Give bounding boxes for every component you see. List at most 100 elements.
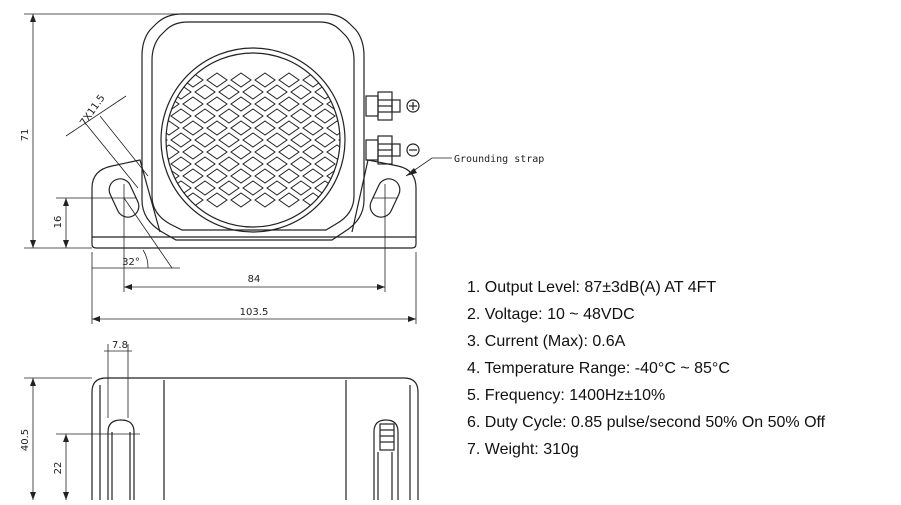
grill-diamond <box>314 132 336 148</box>
left-mount-slot <box>108 178 140 218</box>
mount-height-dim: 16 <box>53 216 64 229</box>
grill-diamond <box>206 120 228 136</box>
grill-diamond <box>194 108 216 124</box>
grill-diamond <box>170 132 192 148</box>
grill-diamond <box>266 180 288 196</box>
grill-diamond <box>254 120 276 136</box>
grill-diamond <box>218 156 240 172</box>
grill-diamond <box>123 157 143 171</box>
grill-diamond <box>182 96 204 112</box>
grill-diamond <box>166 72 180 88</box>
grill-diamond <box>338 180 340 196</box>
grill-diamond <box>302 144 324 160</box>
grill-diamond <box>230 168 252 184</box>
grill-diamond <box>182 120 204 136</box>
grill-diamond <box>230 96 252 112</box>
grill-diamond <box>314 108 336 124</box>
left-foot <box>91 159 161 237</box>
grill-diamond <box>194 84 216 100</box>
grill-diamond <box>166 132 168 148</box>
grill-diamond <box>290 156 312 172</box>
grill-diamond <box>206 192 228 208</box>
grill-diamond <box>278 192 300 208</box>
grill-diamond <box>230 192 252 208</box>
grill-diamond <box>290 84 312 100</box>
spec-frequency: 5. Frequency: 1400Hz±10% <box>467 387 666 404</box>
grill-diamond <box>206 96 228 112</box>
grill-diamond <box>290 180 312 196</box>
spec-current: 3. Current (Max): 0.6A <box>467 333 626 350</box>
angle-dim: 32° <box>122 257 140 268</box>
grill-diamond <box>254 96 276 112</box>
grill-diamond <box>218 180 240 196</box>
grill-diamond <box>266 108 288 124</box>
grill-diamond <box>278 120 300 136</box>
grill-diamond <box>218 132 240 148</box>
grill-diamond <box>166 120 180 136</box>
grill-diamond <box>218 84 240 100</box>
grill-diamond <box>266 84 288 100</box>
grill-diamond <box>254 168 276 184</box>
grill-diamond <box>206 72 228 88</box>
grill-diamond <box>194 156 216 172</box>
grill-diamond <box>278 72 300 88</box>
depth-dim: 40.5 <box>20 429 31 451</box>
slot-dim: 7X11.5 <box>78 93 107 128</box>
grill-diamond <box>182 168 204 184</box>
grill-diamond <box>266 156 288 172</box>
grill-diamond <box>166 84 168 100</box>
grill-diamond <box>170 156 192 172</box>
grill-diamond <box>254 144 276 160</box>
grill-diamond <box>375 73 395 87</box>
grill-diamond <box>242 132 264 148</box>
right-mount-slot <box>369 178 401 218</box>
grill-diamond <box>166 144 180 160</box>
grill-diamond <box>278 144 300 160</box>
grill-diamond <box>254 192 276 208</box>
grill-diamond <box>242 180 264 196</box>
side-view <box>24 344 419 500</box>
slot-width-dim: 7.8 <box>112 340 128 351</box>
grill-diamond <box>278 96 300 112</box>
grill-diamond <box>166 180 168 196</box>
grill-diamond <box>266 132 288 148</box>
grill-diamond <box>123 181 143 195</box>
grill-diamond <box>326 144 340 160</box>
grill-diamond <box>302 96 324 112</box>
grill-diamond <box>123 133 143 147</box>
grill-diamond <box>338 132 340 148</box>
side-left-slot <box>107 419 135 500</box>
grill-diamond <box>302 120 324 136</box>
grill-diamond <box>278 168 300 184</box>
overall-width-dim: 103.5 <box>240 307 269 318</box>
grill-diamond <box>166 192 180 208</box>
negative-terminal <box>365 135 401 165</box>
side-right-slot <box>373 419 399 500</box>
right-foot <box>351 159 417 237</box>
grill-diamond <box>314 156 336 172</box>
grill-diamond <box>182 144 204 160</box>
grill-diamond <box>194 180 216 196</box>
top-view <box>24 13 452 324</box>
grill-diamond <box>242 108 264 124</box>
grill-diamond <box>375 169 395 183</box>
grill-diamond <box>218 108 240 124</box>
grill-diamond <box>338 84 340 100</box>
positive-terminal <box>365 91 401 121</box>
grill-diamond <box>230 120 252 136</box>
grill-diamond <box>230 144 252 160</box>
grill-diamond <box>326 120 340 136</box>
side-housing <box>91 377 419 500</box>
grill-diamond <box>206 168 228 184</box>
grill-diamond <box>123 85 143 99</box>
grill-diamond <box>326 72 340 88</box>
grill-diamond <box>123 109 143 123</box>
spec-weight: 7. Weight: 310g <box>467 441 579 458</box>
housing <box>141 13 365 241</box>
grill-diamond <box>170 108 192 124</box>
spec-duty-cycle: 6. Duty Cycle: 0.85 pulse/second 50% On … <box>467 414 826 431</box>
spec-voltage: 2. Voltage: 10 ~ 48VDC <box>467 306 635 323</box>
grill-diamond <box>242 84 264 100</box>
grill-diamond <box>290 132 312 148</box>
